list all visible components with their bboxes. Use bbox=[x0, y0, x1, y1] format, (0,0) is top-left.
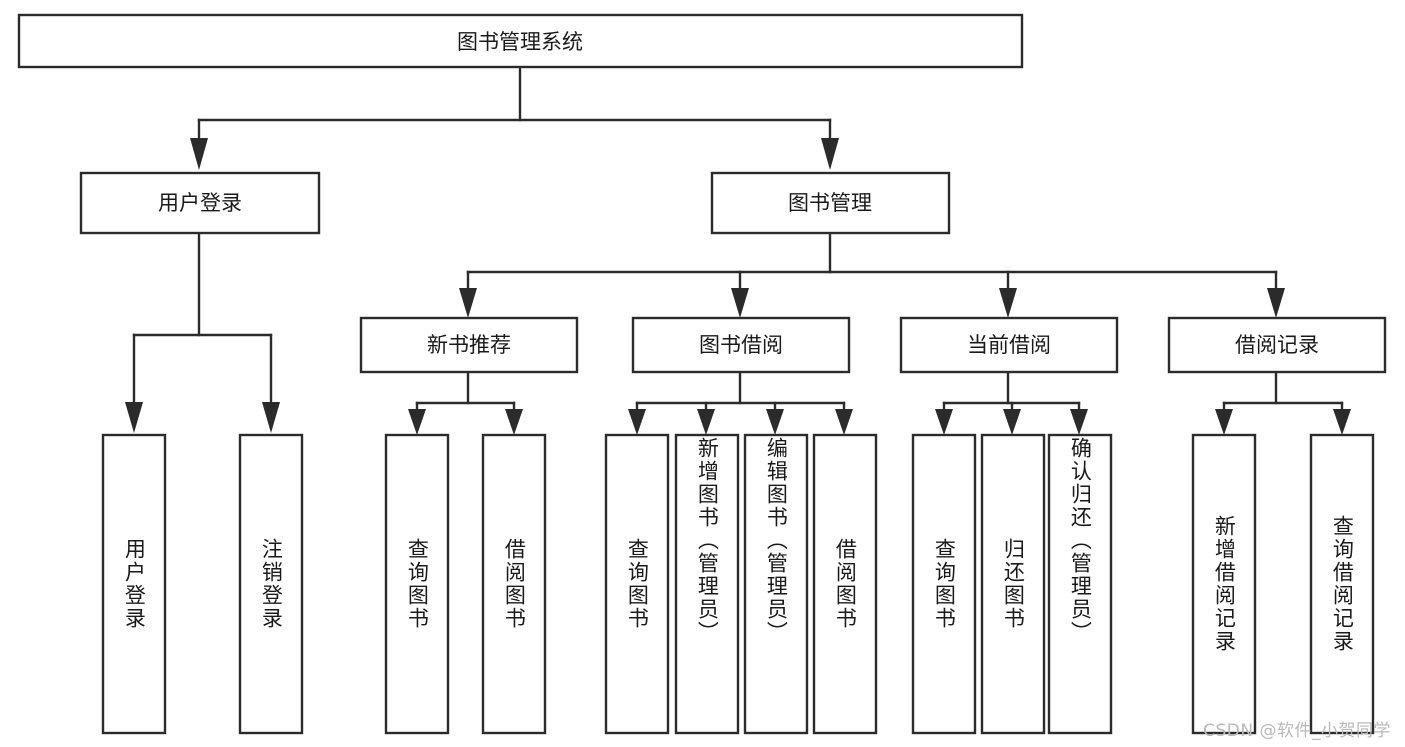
node-book-manage-label: 图书管理 bbox=[788, 191, 872, 215]
node-borrow-record-box[interactable] bbox=[1167, 316, 1387, 374]
node-leaf-query-book-1-box[interactable] bbox=[384, 433, 450, 735]
node-new-book-recommend-label: 新书推荐 bbox=[427, 333, 511, 357]
csdn-watermark: CSDN @软件_小贺同学 bbox=[1203, 721, 1391, 741]
arrow-head-borrow-record bbox=[1267, 288, 1285, 318]
arrow-head-leaf-query-record bbox=[1333, 409, 1351, 435]
arrow-head-leaf-user-login bbox=[125, 402, 143, 433]
node-book-manage-box[interactable] bbox=[710, 171, 951, 235]
arrow-head-book-manage bbox=[821, 138, 839, 170]
node-root-label: 图书管理系统 bbox=[457, 30, 583, 54]
node-leaf-add-book-box[interactable] bbox=[674, 433, 740, 735]
arrow-head-leaf-return-book bbox=[1003, 409, 1021, 435]
node-leaf-borrow-book-1-box[interactable] bbox=[481, 433, 547, 735]
node-current-borrow-box[interactable] bbox=[899, 316, 1119, 374]
node-borrow-record-label: 借阅记录 bbox=[1235, 333, 1319, 357]
node-book-borrow[interactable]: 图书借阅 bbox=[631, 316, 851, 374]
node-leaf-borrow-book-2-box[interactable] bbox=[812, 433, 878, 735]
node-user-login-label: 用户登录 bbox=[158, 191, 242, 215]
node-leaf-return-book-box[interactable] bbox=[980, 433, 1046, 735]
arrow-head-leaf-user-logout bbox=[262, 402, 280, 433]
arrow-head-user-login bbox=[190, 138, 208, 170]
node-book-borrow-box[interactable] bbox=[631, 316, 851, 374]
arrow-head-leaf-query-book-3 bbox=[935, 409, 953, 435]
node-leaf-user-login-box[interactable] bbox=[101, 433, 167, 735]
connector-layer bbox=[125, 65, 1351, 435]
node-root-box[interactable] bbox=[17, 13, 1024, 69]
arrow-head-leaf-query-book-2 bbox=[628, 409, 646, 435]
node-leaf-query-record-box[interactable] bbox=[1309, 433, 1375, 735]
node-book-borrow-label: 图书借阅 bbox=[699, 333, 783, 357]
node-leaf-query-book-2-box[interactable] bbox=[604, 433, 670, 735]
arrow-head-leaf-query-book-1 bbox=[408, 409, 426, 435]
arrow-head-current-borrow bbox=[999, 288, 1017, 318]
arrow-head-leaf-add-record bbox=[1215, 409, 1233, 435]
arrow-head-leaf-borrow-book-2 bbox=[835, 409, 853, 435]
node-current-borrow[interactable]: 当前借阅 bbox=[899, 316, 1119, 374]
node-leaf-query-book-3-box[interactable] bbox=[911, 433, 977, 735]
leaf-box-layer bbox=[101, 433, 1375, 735]
node-borrow-record[interactable]: 借阅记录 bbox=[1167, 316, 1387, 374]
arrow-head-leaf-borrow-book-1 bbox=[505, 409, 523, 435]
node-leaf-edit-book-box[interactable] bbox=[743, 433, 809, 735]
node-current-borrow-label: 当前借阅 bbox=[967, 333, 1051, 357]
arrow-head-leaf-confirm-return bbox=[1070, 409, 1088, 435]
node-root[interactable]: 图书管理系统 bbox=[17, 13, 1024, 69]
arrow-head-book-borrow bbox=[731, 288, 749, 318]
node-user-login-box[interactable] bbox=[79, 171, 321, 235]
arrow-head-leaf-add-book bbox=[697, 409, 715, 435]
node-leaf-add-record-box[interactable] bbox=[1191, 433, 1257, 735]
node-user-login[interactable]: 用户登录 bbox=[79, 171, 321, 235]
node-leaf-confirm-return-box[interactable] bbox=[1047, 433, 1113, 735]
node-new-book-recommend-box[interactable] bbox=[359, 316, 579, 374]
node-book-manage[interactable]: 图书管理 bbox=[710, 171, 951, 235]
node-leaf-user-logout-box[interactable] bbox=[238, 433, 304, 735]
arrow-head-new-book-recommend bbox=[459, 288, 477, 318]
node-new-book-recommend[interactable]: 新书推荐 bbox=[359, 316, 579, 374]
arrow-head-leaf-edit-book bbox=[766, 409, 784, 435]
